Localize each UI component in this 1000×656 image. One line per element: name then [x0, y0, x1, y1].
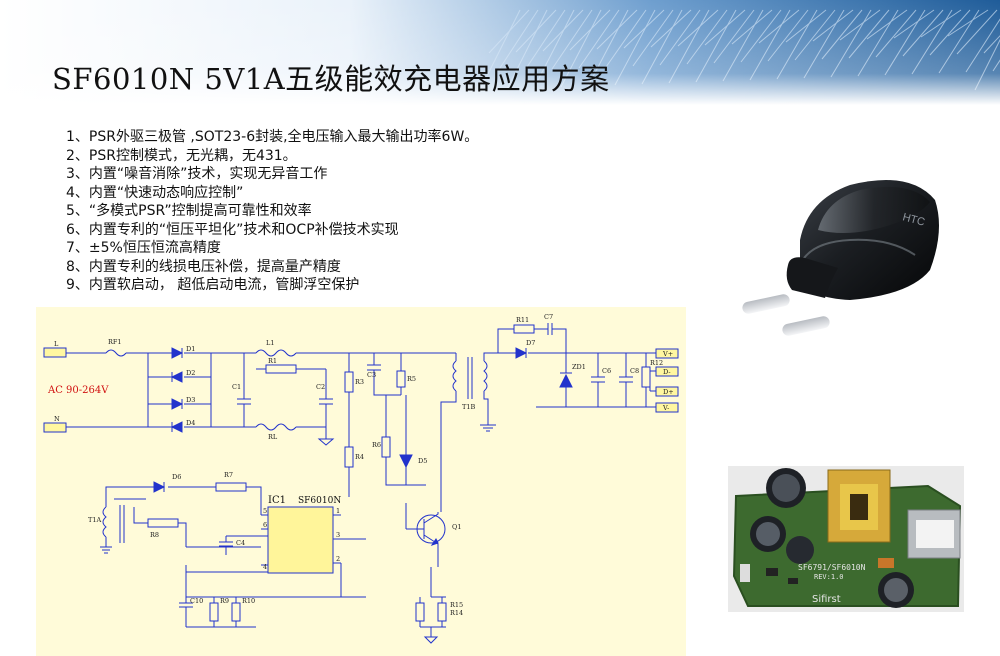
r3-label: R3 [355, 378, 364, 386]
ic-pin-3: 3 [336, 531, 340, 539]
r9-label: R9 [220, 597, 229, 605]
r11-label: R11 [516, 316, 529, 324]
feature-item: 7、±5%恒压恒流高精度 [66, 240, 221, 256]
feature-item: 6、内置专利的“恒压平坦化”技术和OCP补偿技术实现 [66, 221, 399, 238]
q1-label: Q1 [452, 523, 461, 531]
pcb-rev-text: REV:1.0 [814, 573, 844, 581]
c10-label: C10 [190, 597, 203, 605]
r12-label: R12 [650, 359, 663, 367]
pcb-marking-text: SF6791/SF6010N [798, 563, 866, 572]
r14-label: R14 [450, 609, 463, 617]
d1-label: D1 [186, 345, 195, 353]
feature-item: 3、内置“噪音消除”技术，实现无异音工作 [66, 166, 328, 182]
fuse-label: RF1 [108, 338, 122, 346]
c1-label: C1 [232, 383, 241, 391]
page-title: SF6010N 5V1A五级能效充电器应用方案 [52, 62, 610, 96]
ic-pin-6: 6 [263, 521, 267, 529]
circuit-schematic: L N RF1 D1 D2 D3 D4 L1 R1 RL C1 C2 R3 C3… [36, 307, 686, 656]
out-vplus-label: V+ [662, 350, 673, 358]
feature-item: 2、PSR控制模式，无光耦，无431。 [66, 147, 297, 164]
out-vminus-label: V- [662, 404, 669, 412]
ic-pin-2: 2 [336, 555, 340, 563]
input-l-label: L [54, 340, 59, 348]
ic-part-label: SF6010N [298, 496, 341, 506]
r10-label: R10 [242, 597, 255, 605]
header-banner [0, 0, 1000, 105]
ic-pin-1: 1 [336, 507, 340, 515]
out-dplus-label: D+ [663, 388, 674, 396]
l1-label: L1 [266, 339, 274, 347]
feature-item: 4、内置“快速动态响应控制” [66, 184, 244, 201]
feature-item: 5、“多模式PSR”控制提高可靠性和效率 [66, 203, 312, 219]
r8-label: R8 [150, 531, 159, 539]
d6-label: D6 [172, 473, 181, 481]
ic-pin-5: 5 [263, 507, 267, 515]
r6-label: R6 [372, 441, 381, 449]
charger-photo: HTC [742, 180, 939, 336]
t1a-label: T1A [88, 516, 101, 524]
r15-label: R15 [450, 601, 463, 609]
r1-label: R1 [268, 357, 277, 365]
rl-label: RL [268, 433, 278, 441]
input-n-label: N [54, 415, 60, 423]
t1b-label: T1B [462, 403, 475, 411]
r7-label: R7 [224, 471, 233, 479]
feature-list: 1、PSR外驱三极管 ,SOT23-6封装,全电压输入最大输出功率6W。 2、P… [66, 128, 478, 295]
c7-label: C7 [544, 313, 553, 321]
ic-pin-4: 4 [263, 563, 267, 571]
r4-label: R4 [355, 453, 364, 461]
charger-brand-text: HTC [901, 211, 926, 228]
d3-label: D3 [186, 396, 195, 404]
ic-ref-label: IC1 [268, 495, 286, 506]
d5-label: D5 [418, 457, 427, 465]
d7-label: D7 [526, 339, 535, 347]
c6-label: C6 [602, 367, 611, 375]
pcb-photo: SF6791/SF6010N REV:1.0 Sifirst [728, 466, 964, 612]
d2-label: D2 [186, 369, 195, 377]
zd1-label: ZD1 [572, 363, 586, 371]
out-dminus-label: D- [663, 368, 671, 376]
input-voltage-label: AC 90-264V [47, 385, 109, 396]
c2-label: C2 [316, 383, 325, 391]
r5-label: R5 [407, 375, 416, 383]
feature-item: 1、PSR外驱三极管 ,SOT23-6封装,全电压输入最大输出功率6W。 [66, 129, 479, 145]
c3-label: C3 [367, 371, 376, 379]
feature-item: 9、内置软启动， 超低启动电流，管脚浮空保护 [66, 277, 360, 293]
d4-label: D4 [186, 419, 195, 427]
feature-item: 8、内置专利的线损电压补偿，提高量产精度 [66, 258, 341, 275]
c4-label: C4 [236, 539, 245, 547]
pcb-brand-text: Sifirst [812, 594, 841, 605]
c8-label: C8 [630, 367, 639, 375]
